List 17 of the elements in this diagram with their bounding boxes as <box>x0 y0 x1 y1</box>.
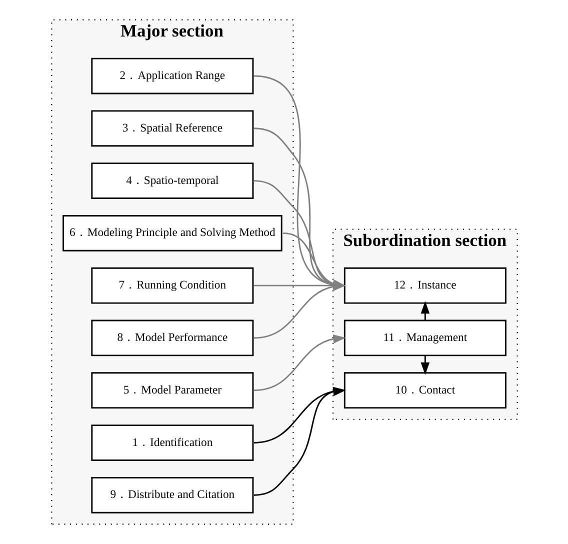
node-box: 5．Model Parameter <box>90 372 254 409</box>
node-box: 2．Application Range <box>90 58 254 94</box>
arrow <box>253 386 346 444</box>
arrow <box>253 334 346 392</box>
node-box: 9．Distribute and Citation <box>90 476 254 514</box>
node-box: 12．Instance <box>343 267 506 304</box>
node-box: 3．Spatial Reference <box>90 110 254 147</box>
node-box: 6．Modeling Principle and Solving Method <box>62 215 282 252</box>
arrow <box>420 356 430 375</box>
node-box: 11．Management <box>343 320 506 356</box>
node-box: 1．Identification <box>90 424 254 461</box>
node-box: 10．Contact <box>343 372 506 409</box>
node-box: 8．Model Performance <box>90 320 254 356</box>
arrow <box>420 301 430 320</box>
arrow <box>253 387 346 496</box>
node-box: 7．Running Condition <box>90 267 254 304</box>
node-box: 4．Spatio-temporal <box>90 162 254 199</box>
